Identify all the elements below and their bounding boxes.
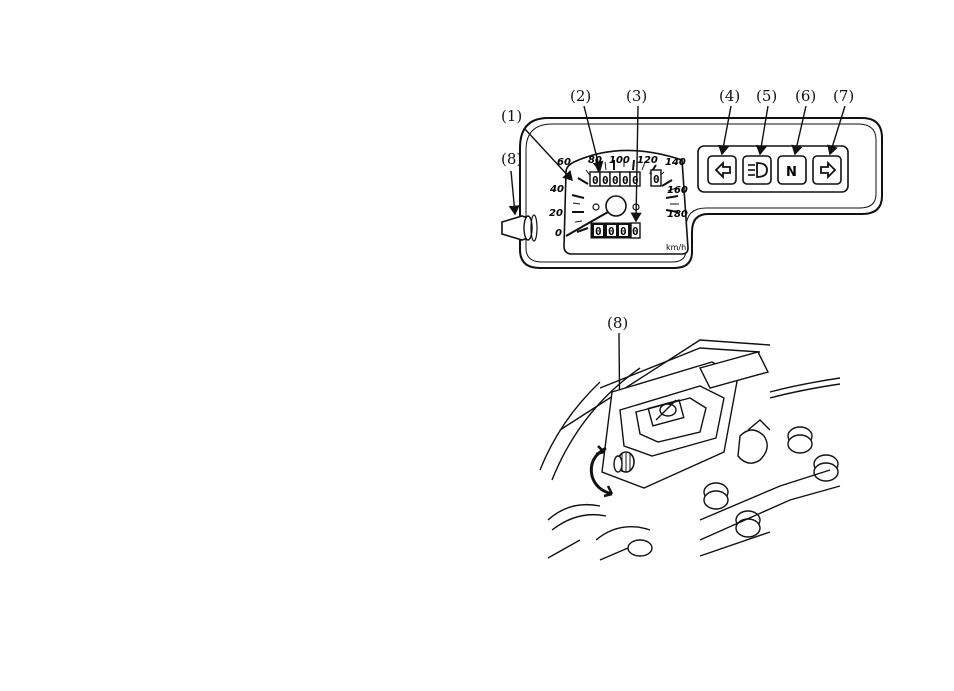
tripmeter-digit: 0	[632, 174, 639, 187]
tripmeter-display: 0 0 0 0 0 0	[590, 170, 661, 187]
scale-label-20: 20	[549, 208, 563, 219]
odometer-display: 0 0 0 0	[591, 223, 640, 238]
tripmeter-digit: 0	[612, 174, 619, 187]
tripmeter-digit: 0	[622, 174, 629, 187]
needle-hub	[606, 196, 626, 216]
tripmeter-digit: 0	[653, 173, 660, 186]
turn-right-indicator	[813, 156, 841, 184]
high-beam-indicator	[743, 156, 771, 184]
scale-label-0: 0	[555, 228, 562, 239]
odometer-digit: 0	[632, 225, 639, 238]
scale-label-80: 80	[588, 155, 602, 166]
scale-label-180: 180	[667, 209, 688, 220]
scale-label-140: 140	[665, 157, 686, 168]
scale-label-160: 160	[667, 185, 688, 196]
neutral-indicator: N	[778, 156, 806, 184]
leader-1	[524, 128, 572, 180]
odometer-digit: 0	[608, 225, 615, 238]
headlight-icon	[757, 163, 767, 177]
odometer-digit: 0	[595, 225, 602, 238]
scale-label-120: 120	[637, 155, 658, 166]
cockpit-illustration	[540, 340, 840, 560]
neutral-label: N	[786, 165, 797, 180]
scale-label-40: 40	[549, 184, 564, 195]
tripmeter-digit: 0	[592, 174, 599, 187]
speed-unit-label: km/h	[666, 243, 686, 252]
tripmeter-digit: 0	[602, 174, 609, 187]
leader-8-top	[511, 171, 515, 214]
turn-left-indicator	[708, 156, 736, 184]
tripmeter-reset-knob	[502, 215, 537, 241]
scale-label-100: 100	[609, 155, 630, 166]
odometer-digit: 0	[620, 225, 627, 238]
